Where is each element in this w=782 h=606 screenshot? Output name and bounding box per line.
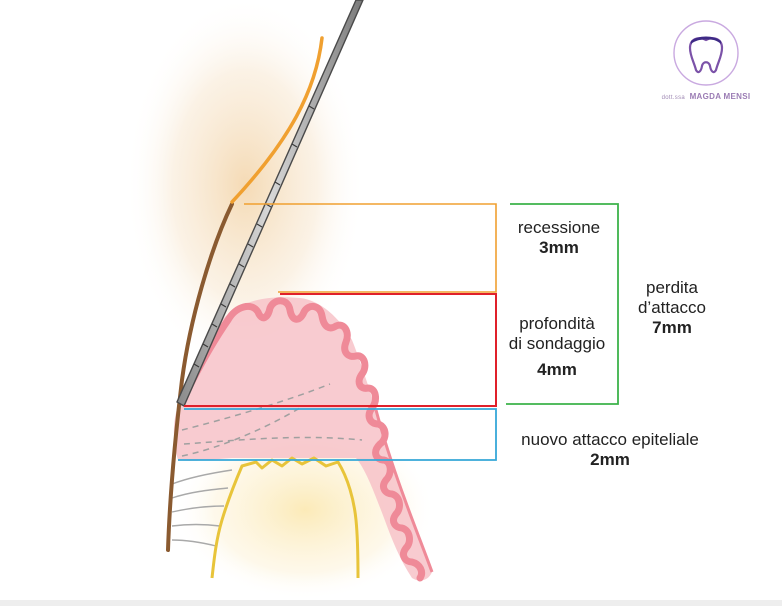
probing-depth-text-2: di sondaggio [508,334,606,353]
probing-depth-label: profondità di sondaggio 4mm [494,314,620,380]
crown-enamel [230,36,324,204]
gingiva [173,297,432,581]
alveolar-bone [210,456,360,579]
recession-text: recessione [517,218,601,237]
probing-depth-bracket [184,293,497,407]
tooth-logo-icon [673,20,739,86]
attachment-loss-value: 7mm [652,318,692,337]
attachment-loss-text-2: d’attacco [637,298,707,317]
attachment-loss-bracket [506,203,619,405]
attachment-loss-label: perdita d’attacco 7mm [622,278,722,338]
tooth-root [166,202,234,552]
recession-bracket [244,203,497,293]
probing-depth-value: 4mm [537,360,577,379]
probing-depth-text-1: profondità [519,314,595,333]
brand-prefix: dott.ssa [661,95,686,101]
recession-value: 3mm [539,238,579,257]
ligament-fibers [171,469,233,547]
brand-title: MAGDA MENSI [689,92,751,101]
epithelial-attachment-bracket [178,408,497,461]
epithelial-attachment-label: nuovo attacco epiteliale 2mm [500,430,720,470]
gingiva-outline [374,409,434,573]
recession-label: recessione 3mm [506,218,612,258]
sulcular-epithelium [178,297,426,582]
epithelial-attachment-value: 2mm [590,450,630,469]
attachment-loss-text-1: perdita [646,278,698,297]
brand-name: dott.ssa MAGDA MENSI [650,92,762,101]
bottom-bar [0,600,782,606]
epithelial-attachment-text: nuovo attacco epiteliale [521,430,699,449]
